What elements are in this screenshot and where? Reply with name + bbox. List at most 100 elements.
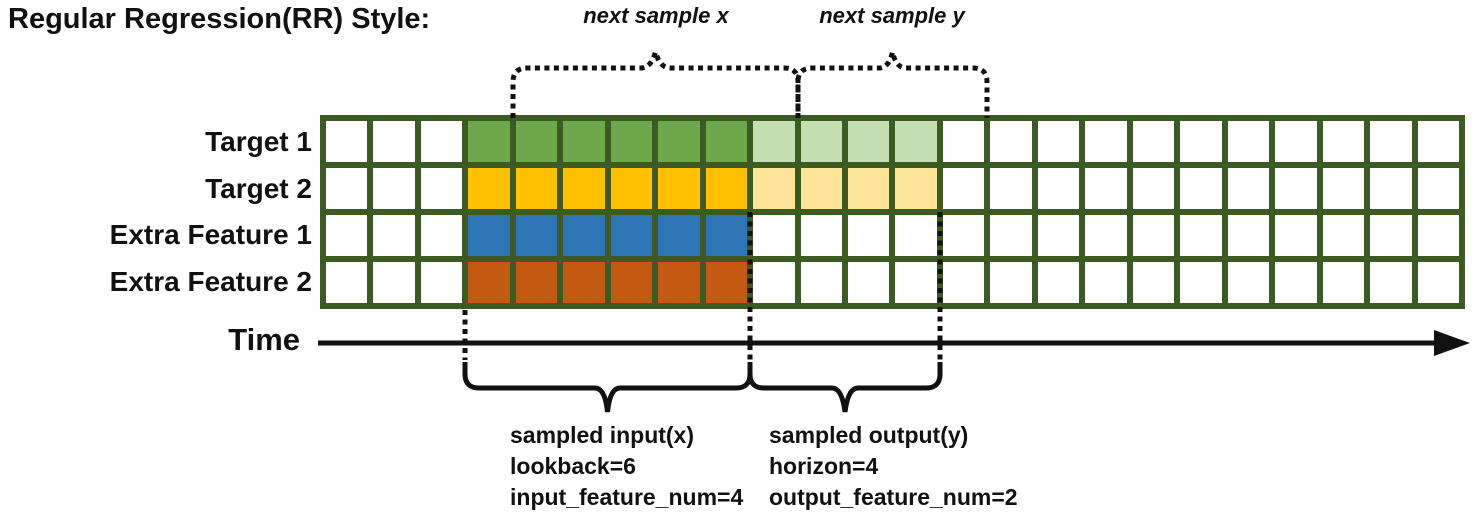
grid-cell (753, 215, 795, 256)
grid-cell (1275, 215, 1317, 256)
grid-cell (326, 262, 368, 303)
next-sample-y-label: next sample y (819, 3, 965, 28)
grid-cell (1180, 168, 1222, 209)
grid-cell (942, 262, 985, 303)
grid-cell (515, 168, 558, 209)
grid-cell (895, 121, 937, 162)
grid-cell (563, 262, 605, 303)
grid-cell (753, 262, 795, 303)
grid-cell (1037, 168, 1080, 209)
grid-cell (705, 262, 748, 303)
grid-cell (990, 262, 1032, 303)
row-label: Target 2 (205, 172, 312, 204)
lookback-value: lookback=6 (510, 453, 636, 479)
grid-cell (895, 168, 937, 209)
grid-cell (848, 215, 890, 256)
grid-cell (1227, 121, 1270, 162)
grid-cell (1275, 262, 1317, 303)
grid-cell (515, 121, 558, 162)
grid-cell (800, 168, 843, 209)
grid-cell (373, 121, 415, 162)
grid-cell (373, 215, 415, 256)
grid-cell (468, 215, 510, 256)
grid-cell (1370, 215, 1412, 256)
sampled-output-annotation: sampled output(y) horizon=4 output_featu… (769, 420, 1018, 513)
grid-cell (658, 262, 700, 303)
grid-cell (420, 215, 463, 256)
next-sample-x-label: next sample x (583, 3, 729, 28)
grid-cell (468, 168, 510, 209)
grid-cell (610, 215, 653, 256)
grid-cell (420, 262, 463, 303)
grid-cell (990, 215, 1032, 256)
grid-cell (326, 215, 368, 256)
grid-cell (848, 262, 890, 303)
grid-cell (515, 262, 558, 303)
grid (320, 115, 1465, 309)
grid-cell (848, 168, 890, 209)
grid-cell (1275, 121, 1317, 162)
grid-cell (1322, 262, 1365, 303)
grid-cell (1417, 262, 1459, 303)
grid-cell (326, 168, 368, 209)
grid-cell (1085, 121, 1127, 162)
grid-cell (1275, 168, 1317, 209)
grid-cell (705, 168, 748, 209)
grid-cell (1037, 215, 1080, 256)
time-axis-arrowhead (1434, 330, 1470, 356)
grid-cell (1132, 121, 1175, 162)
grid-cell (1085, 168, 1127, 209)
input-feature-num-value: input_feature_num=4 (510, 484, 744, 510)
grid-cell (420, 168, 463, 209)
grid-cell (1322, 121, 1365, 162)
grid-cell (1085, 215, 1127, 256)
grid-cell (1370, 121, 1412, 162)
grid-cell (1370, 262, 1412, 303)
grid-cell (1037, 262, 1080, 303)
grid-cell (420, 121, 463, 162)
sampled-input-brace (462, 362, 753, 413)
next-sample-y-brace (795, 51, 990, 118)
grid-cell (942, 168, 985, 209)
grid-cell (705, 121, 748, 162)
grid-cell (563, 168, 605, 209)
horizon-value: horizon=4 (769, 453, 879, 479)
grid-cell (800, 215, 843, 256)
grid-cell (658, 168, 700, 209)
grid-cell (468, 121, 510, 162)
grid-cell (1085, 262, 1127, 303)
grid-cell (1227, 262, 1270, 303)
grid-cell (1132, 262, 1175, 303)
grid-cell (373, 168, 415, 209)
grid-cell (753, 168, 795, 209)
grid-cell (942, 121, 985, 162)
row-label: Target 1 (205, 126, 312, 158)
grid-cell (610, 121, 653, 162)
grid-cell (1180, 121, 1222, 162)
grid-cell (990, 121, 1032, 162)
sampled-input-title: sampled input(x) (510, 422, 695, 448)
grid-cell (1037, 121, 1080, 162)
grid-cell (753, 121, 795, 162)
grid-cell (895, 262, 937, 303)
grid-cell (990, 168, 1032, 209)
grid-cell (705, 215, 748, 256)
next-sample-x-brace (510, 42, 801, 118)
grid-cell (1322, 168, 1365, 209)
grid-cell (610, 262, 653, 303)
grid-cell (326, 121, 368, 162)
grid-cell (1417, 121, 1459, 162)
grid-cell (658, 121, 700, 162)
grid-cell (658, 215, 700, 256)
grid-cell (610, 168, 653, 209)
grid-cell (1180, 215, 1222, 256)
diagram-title: Regular Regression(RR) Style: (8, 3, 431, 35)
grid-cell (563, 215, 605, 256)
grid-cell (895, 215, 937, 256)
grid-cell (800, 262, 843, 303)
time-axis-label: Time (228, 322, 300, 357)
grid-cell (1132, 215, 1175, 256)
sampled-output-title: sampled output(y) (769, 422, 969, 448)
row-label: Extra Feature 2 (109, 265, 312, 297)
